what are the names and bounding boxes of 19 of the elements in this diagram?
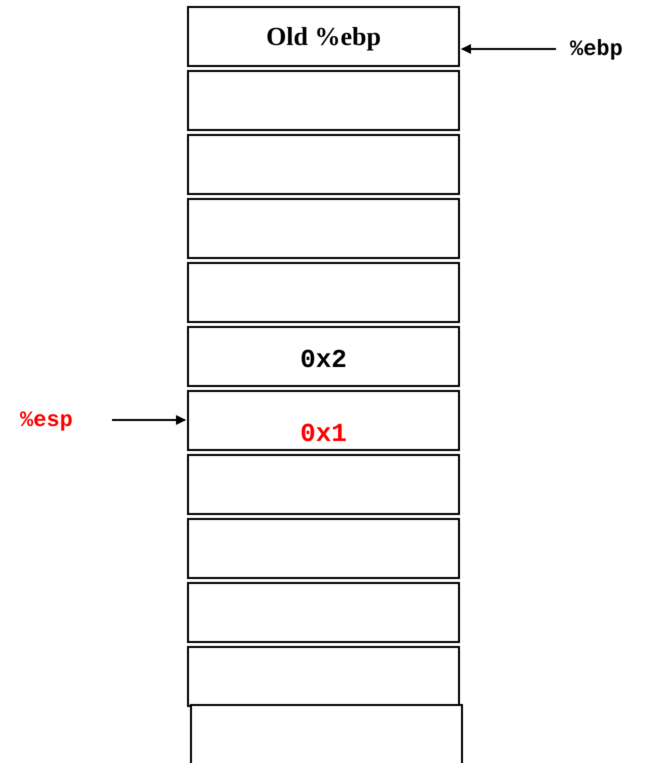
register-label: %esp [20, 406, 73, 434]
stack-slot [187, 582, 460, 643]
stack-slot [187, 198, 460, 259]
stack-slot [187, 262, 460, 323]
slot-value: Old %ebp [266, 21, 381, 53]
arrow [461, 44, 556, 54]
register-label: %ebp [570, 36, 623, 64]
stack-slot [187, 646, 460, 707]
slot-value: 0x1 [300, 418, 347, 451]
stack-slot [187, 70, 460, 131]
stack-slot [187, 326, 460, 387]
stack-slot [187, 6, 460, 67]
stack-slot [190, 704, 463, 763]
stack-slot [187, 390, 460, 451]
stack-slot [187, 518, 460, 579]
stack-slot [187, 134, 460, 195]
stack-slot [187, 454, 460, 515]
slot-value: 0x2 [300, 344, 347, 377]
arrow [112, 415, 186, 425]
